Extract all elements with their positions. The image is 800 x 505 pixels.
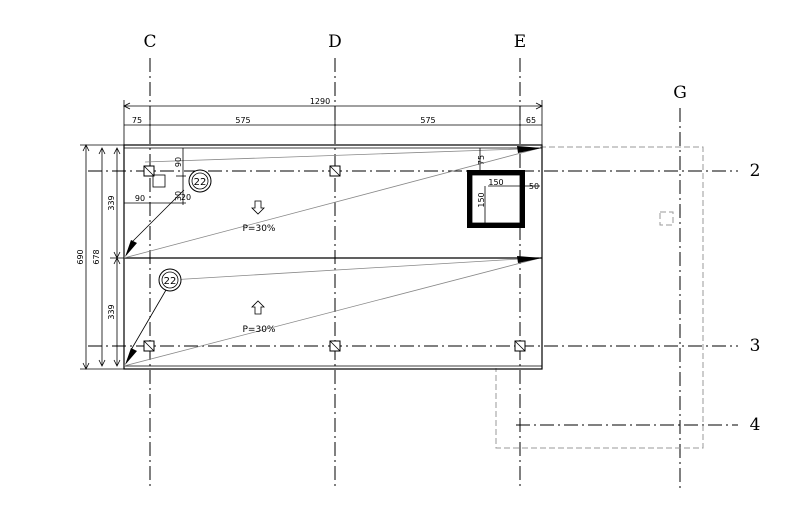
detail-tag-upper: 22 bbox=[188, 169, 212, 193]
axis-label-g: G bbox=[673, 83, 687, 103]
dim-opening-height: 150 bbox=[477, 192, 486, 207]
arrowhead-lower-left bbox=[125, 348, 137, 365]
column-c2 bbox=[143, 165, 155, 177]
adjacent-column-marker bbox=[659, 211, 674, 226]
dim-anchor-small-2: 20 bbox=[181, 193, 191, 202]
slope-arrow-up-icon bbox=[251, 300, 265, 315]
column-d2 bbox=[329, 165, 341, 177]
axis-label-d: D bbox=[328, 32, 342, 52]
axis-label-e: E bbox=[514, 32, 526, 52]
column-d3 bbox=[329, 340, 341, 352]
dim-anchor-x: 90 bbox=[135, 194, 145, 203]
slope-line-lower bbox=[123, 257, 541, 367]
dim-opening-width: 150 bbox=[488, 178, 503, 187]
dim-opening-offset-top: 75 bbox=[477, 155, 486, 165]
adjacent-roof-outline bbox=[495, 146, 704, 449]
slope-label-upper: P=30% bbox=[243, 224, 276, 234]
slope-arrow-down-icon bbox=[251, 200, 265, 215]
axis-label-4: 4 bbox=[750, 415, 761, 435]
dim-seg-4: 65 bbox=[526, 116, 536, 125]
dim-overall-width: 1290 bbox=[310, 97, 330, 106]
columns bbox=[143, 165, 526, 352]
roof-outline bbox=[123, 144, 543, 370]
roof-opening bbox=[467, 148, 540, 228]
dim-seg-2: 575 bbox=[235, 116, 250, 125]
arrowhead-lower-right bbox=[517, 256, 542, 263]
dimension-chain-left bbox=[80, 144, 124, 370]
arrowhead-upper-left bbox=[125, 240, 137, 257]
dim-seg-3: 575 bbox=[420, 116, 435, 125]
axis-label-3: 3 bbox=[750, 336, 761, 356]
arrowhead-upper-right bbox=[517, 146, 542, 153]
detail-tag-upper-label: 22 bbox=[194, 177, 207, 188]
dim-half-upper: 339 bbox=[107, 195, 116, 210]
anchor-plate bbox=[152, 174, 166, 188]
column-e3 bbox=[514, 340, 526, 352]
anchor-dimensions bbox=[124, 148, 186, 205]
dimension-chain-top bbox=[123, 100, 543, 145]
column-c3 bbox=[143, 340, 155, 352]
axis-label-2: 2 bbox=[750, 161, 761, 181]
detail-tag-lower-label: 22 bbox=[164, 276, 177, 287]
slope-line-upper bbox=[123, 147, 541, 259]
axis-label-c: C bbox=[143, 32, 156, 52]
dim-anchor-y: 90 bbox=[174, 157, 183, 167]
dim-overall-height: 690 bbox=[76, 249, 85, 264]
dim-inner-height: 678 bbox=[92, 249, 101, 264]
dim-anchor-small-1: 30 bbox=[174, 191, 183, 201]
dim-opening-offset-right: 50 bbox=[529, 182, 539, 191]
slope-label-lower: P=30% bbox=[243, 325, 276, 335]
detail-tag-lower: 22 bbox=[158, 268, 182, 292]
dim-half-lower: 339 bbox=[107, 304, 116, 319]
dim-seg-1: 75 bbox=[132, 116, 142, 125]
